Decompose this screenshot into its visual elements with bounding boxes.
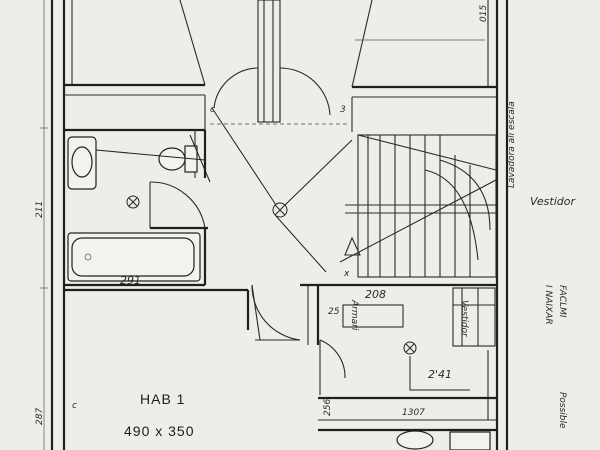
closet-door-swing bbox=[319, 339, 346, 379]
hall-lower-walls bbox=[64, 283, 497, 345]
closet-light-fixture bbox=[403, 341, 417, 355]
closet-wiring bbox=[409, 356, 470, 391]
sink bbox=[67, 136, 97, 190]
right-note-low: Possible bbox=[557, 392, 567, 429]
stair-note: Lavadora ali escala bbox=[507, 101, 517, 188]
room-size: 490 x 350 bbox=[124, 423, 195, 439]
lower-strip bbox=[318, 350, 497, 432]
hall-wiring-up bbox=[284, 139, 353, 206]
room-door-swing bbox=[251, 284, 301, 341]
stub-dimension: 25 bbox=[328, 307, 340, 317]
room-name: HAB 1 bbox=[140, 391, 185, 407]
closet-note: Armari bbox=[349, 299, 359, 331]
lower-fixtures bbox=[396, 430, 491, 450]
lower-left-dimension: 256 bbox=[323, 399, 333, 416]
right-note-mid: FACLMI bbox=[557, 285, 567, 318]
closet-note-2: Vestidor bbox=[459, 300, 469, 338]
bath-wiring bbox=[95, 149, 206, 161]
left-upper-dimension: 211 bbox=[35, 201, 45, 218]
door-swing-left bbox=[204, 67, 259, 130]
bath-wiring-2 bbox=[189, 134, 211, 183]
bath-light-fixture bbox=[126, 195, 140, 209]
switch-mark-top-right: 3 bbox=[340, 105, 346, 115]
switch-mark-top-left: c bbox=[210, 105, 215, 115]
top-right-dimension: 015 bbox=[479, 5, 489, 22]
lower-strip-dimension: 1307 bbox=[402, 408, 425, 418]
exterior-wall-right bbox=[495, 0, 509, 450]
right-note-mid-2: I NAIXAR bbox=[543, 285, 553, 325]
closet-dimension: 2'41 bbox=[428, 368, 452, 381]
staircase bbox=[339, 134, 497, 278]
bathtub bbox=[67, 232, 201, 282]
hall-wiring-left bbox=[211, 107, 277, 206]
hall-light-fixture bbox=[272, 202, 288, 218]
switch-mark-hall: x bbox=[343, 269, 350, 279]
bath-dimension: 291 bbox=[120, 274, 141, 287]
top-left-room bbox=[64, 0, 206, 96]
switch-mark-room: c bbox=[72, 401, 77, 411]
closet-block bbox=[342, 287, 496, 347]
right-note-top: Vestidor bbox=[530, 195, 576, 208]
exterior-wall-left bbox=[50, 0, 66, 450]
left-lower-dimension: 287 bbox=[35, 408, 45, 425]
top-right-room bbox=[351, 0, 497, 98]
door-swing-right bbox=[279, 67, 353, 132]
hall-wiring-down bbox=[275, 215, 327, 273]
central-partition bbox=[257, 0, 281, 123]
left-dimension-line bbox=[40, 0, 48, 450]
hall-dimension: 208 bbox=[365, 288, 386, 301]
